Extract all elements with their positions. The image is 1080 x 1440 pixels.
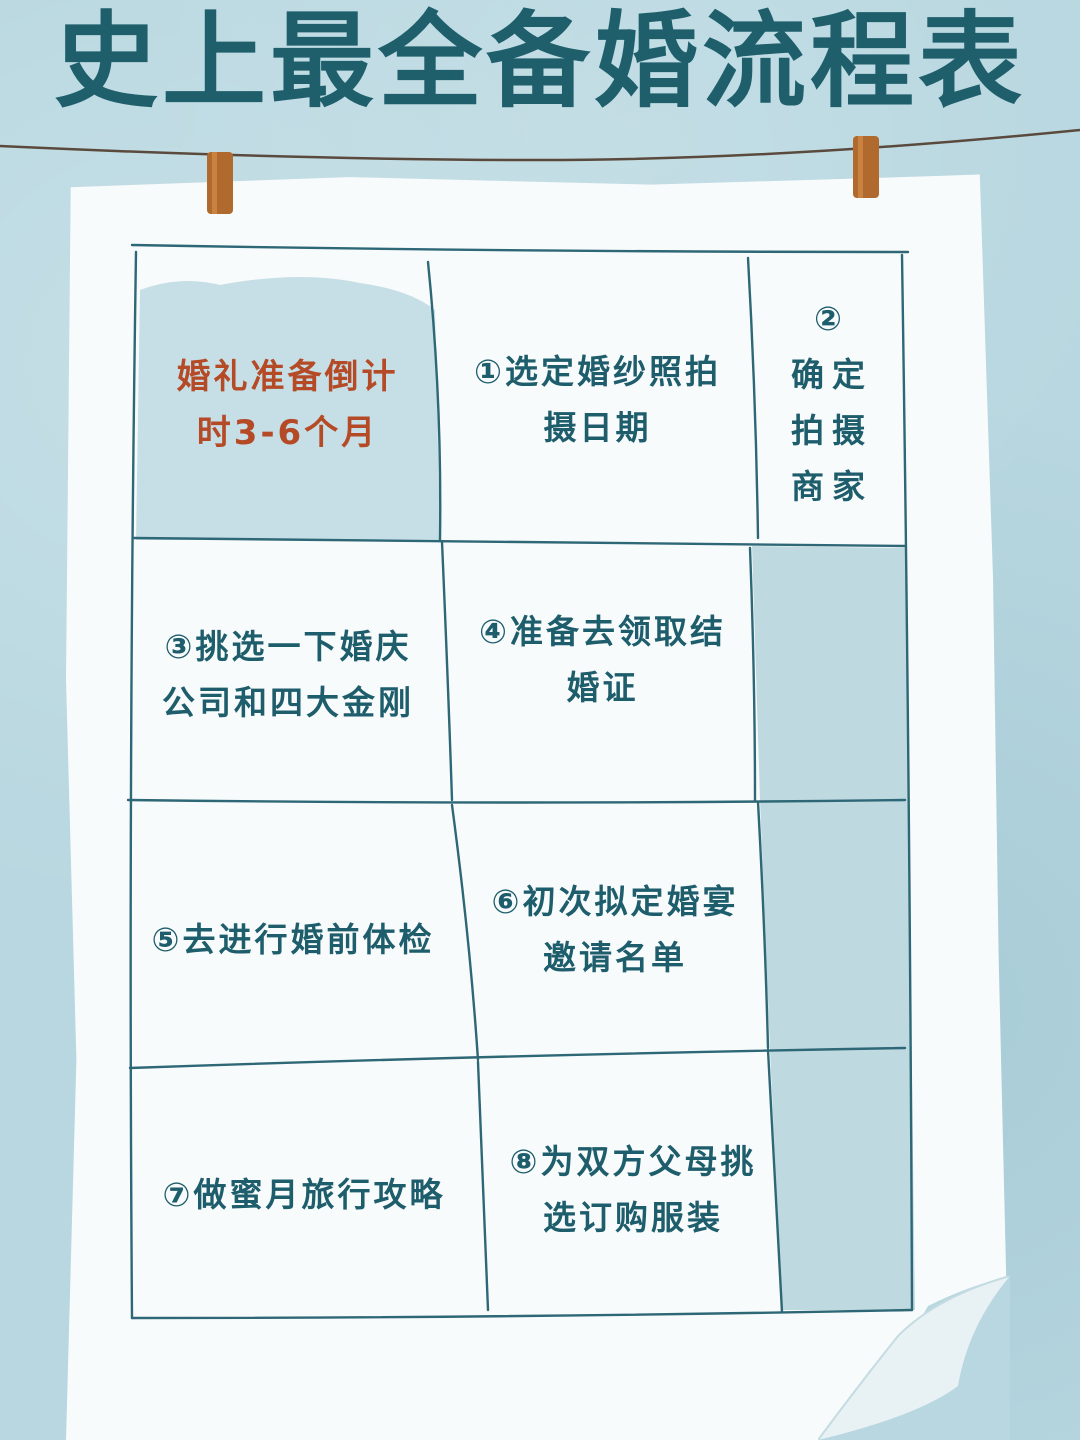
hanging-rope <box>0 128 1080 214</box>
countdown-header-line2: 时3-6个月 <box>196 413 379 453</box>
side-column-shade <box>752 546 915 1310</box>
step-5-cell: ⑤去进行婚前体检 <box>134 880 452 1000</box>
header-cell-shade <box>136 276 440 540</box>
step-3-line2: 公司和四大金刚 <box>162 683 414 722</box>
step-2-line4: 商家 <box>791 466 873 506</box>
countdown-header-cell: 婚礼准备倒计 时3-6个月 <box>140 300 435 510</box>
step-8-line2: 选订购服装 <box>543 1198 723 1237</box>
step-3-cell: ③挑选一下婚庆 公司和四大金刚 <box>138 580 438 770</box>
step-6-cell: ⑥初次拟定婚宴 邀请名单 <box>466 845 764 1015</box>
step-2-cell: ② 确定 拍摄 商家 <box>758 285 906 520</box>
step-8-cell: ⑧为双方父母挑 选订购服装 <box>488 1105 778 1275</box>
step-6-line2: 邀请名单 <box>543 938 687 977</box>
page-curl-icon <box>818 1276 1010 1440</box>
step-7-line1: ⑦做蜜月旅行攻略 <box>162 1175 446 1214</box>
countdown-header-line1: 婚礼准备倒计 <box>176 357 399 397</box>
right-clothespin-icon <box>853 136 879 198</box>
step-1-line1: ①选定婚纱照拍 <box>474 352 721 391</box>
step-4-cell: ④准备去领取结 婚证 <box>450 575 755 745</box>
step-7-cell: ⑦做蜜月旅行攻略 <box>134 1135 474 1255</box>
page-title: 史上最全备婚流程表 <box>53 0 1026 122</box>
step-3-line1: ③挑选一下婚庆 <box>164 627 412 666</box>
step-5-line1: ⑤去进行婚前体检 <box>151 920 435 959</box>
step-4-line1: ④准备去领取结 <box>479 612 726 651</box>
step-2-line1: ② <box>814 298 850 338</box>
step-8-line1: ⑧为双方父母挑 <box>509 1142 757 1181</box>
step-2-line2: 确定 <box>791 354 873 394</box>
left-clothespin-icon <box>207 152 233 214</box>
step-2-line3: 拍摄 <box>791 410 873 450</box>
step-6-line1: ⑥初次拟定婚宴 <box>491 882 739 921</box>
step-1-line2: 摄日期 <box>543 408 652 447</box>
step-1-cell: ①选定婚纱照拍 摄日期 <box>440 300 755 500</box>
step-4-line2: 婚证 <box>566 668 639 707</box>
